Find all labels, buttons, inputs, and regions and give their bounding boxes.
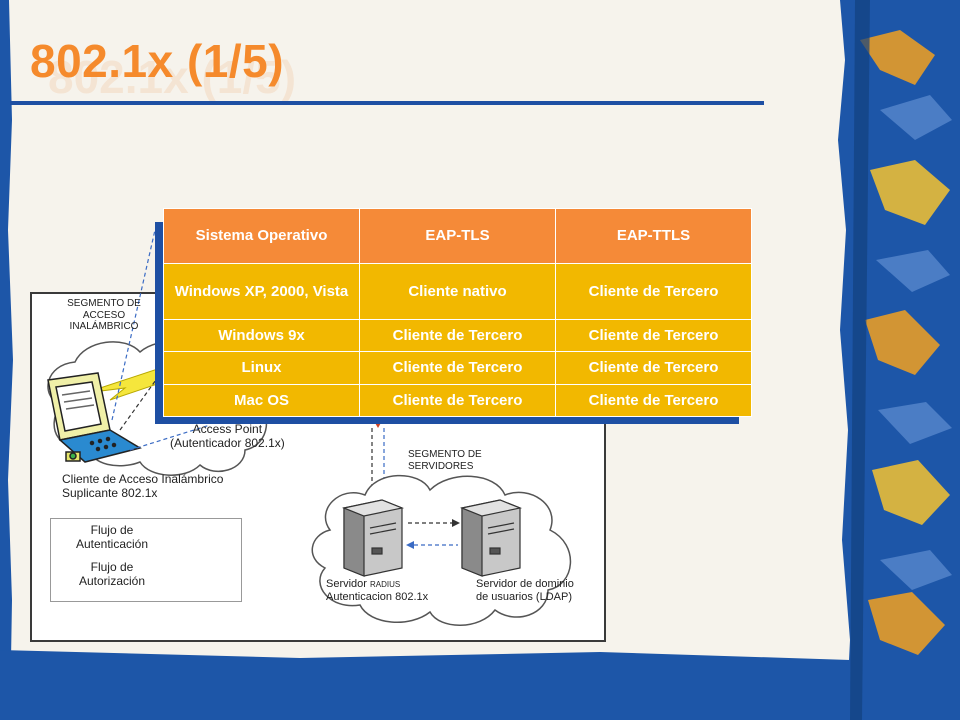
table-cell: Cliente de Tercero xyxy=(359,384,556,417)
laptop-icon xyxy=(47,372,142,463)
radius-server-small: RADIUS xyxy=(370,580,401,589)
page-title-shadow: 802.1x (1/5) xyxy=(48,51,297,103)
header-os: Sistema Operativo xyxy=(163,208,360,264)
table-cell: Cliente nativo xyxy=(359,263,556,320)
server-icon xyxy=(341,499,405,577)
legend-auth-flow: Flujo de Autenticación xyxy=(75,523,149,551)
table-row: Windows XP, 2000, Vista Cliente nativo C… xyxy=(163,263,752,320)
server-segment-label: SEGMENTO DE SERVIDORES xyxy=(408,449,482,472)
header-eap-ttls: EAP-TTLS xyxy=(555,208,752,264)
ldap-server-label: Servidor de dominio de usuarios (LDAP) xyxy=(476,578,574,603)
table-row: Windows 9x Cliente de Tercero Cliente de… xyxy=(163,319,752,352)
table-row: Linux Cliente de Tercero Cliente de Terc… xyxy=(163,351,752,385)
table-cell: Cliente de Tercero xyxy=(555,384,752,417)
radius-server-line2: Autenticacion 802.1x xyxy=(326,590,429,603)
table-cell: Linux xyxy=(163,351,360,385)
client-label: Cliente de Acceso Inalámbrico Suplicante… xyxy=(62,472,224,500)
legend xyxy=(50,518,242,602)
table-cell: Cliente de Tercero xyxy=(359,319,556,352)
table-cell: Mac OS xyxy=(163,384,360,417)
table-row: Mac OS Cliente de Tercero Cliente de Ter… xyxy=(163,384,752,417)
radius-server-label: Servidor RADIUS Autenticacion 802.1x xyxy=(326,578,428,603)
legend-authz-flow: Flujo de Autorización xyxy=(78,560,146,588)
table-cell: Windows XP, 2000, Vista xyxy=(163,263,360,320)
radius-server-prefix: Servidor xyxy=(326,578,367,590)
os-support-table: Sistema Operativo EAP-TLS EAP-TTLS Windo… xyxy=(163,208,752,417)
access-point-label: Access Point (Autenticador 802.1x) xyxy=(170,422,285,450)
table-cell: Cliente de Tercero xyxy=(555,263,752,320)
page-title: 802.1x (1/5) xyxy=(30,35,285,87)
header-eap-tls: EAP-TLS xyxy=(359,208,556,264)
table-header-row: Sistema Operativo EAP-TLS EAP-TTLS xyxy=(163,208,752,264)
table-cell: Windows 9x xyxy=(163,319,360,352)
server-icon xyxy=(459,499,523,577)
title-underline xyxy=(10,101,764,105)
wireless-segment-label: SEGMENTO DE ACCESO INALÁMBRICO xyxy=(67,298,141,332)
table-cell: Cliente de Tercero xyxy=(359,351,556,385)
table-cell: Cliente de Tercero xyxy=(555,351,752,385)
table-cell: Cliente de Tercero xyxy=(555,319,752,352)
